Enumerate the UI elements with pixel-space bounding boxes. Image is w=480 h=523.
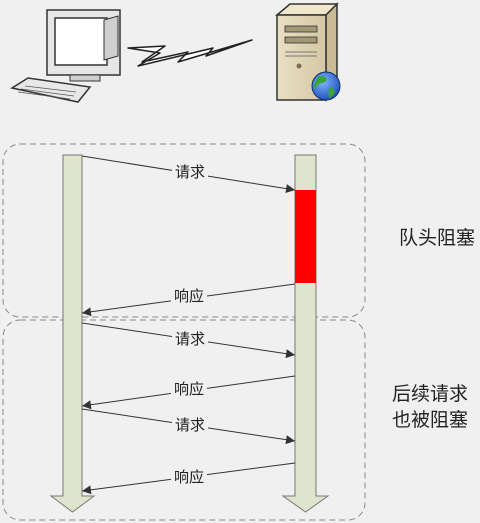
- svg-text:响应: 响应: [174, 380, 204, 398]
- svg-text:响应: 响应: [174, 287, 204, 305]
- server-globe-icon: [274, 2, 341, 102]
- svg-text:请求: 请求: [175, 330, 205, 348]
- subsequent-blocked-label: 后续请求 也被阻塞: [392, 381, 468, 433]
- request-label-2: 请求: [172, 329, 208, 349]
- subsequent-line-1: 后续请求: [392, 383, 469, 405]
- client-computer-icon: [10, 9, 121, 103]
- head-of-line-blocking-text: 队头阻塞: [399, 227, 476, 249]
- svg-text:请求: 请求: [175, 163, 205, 181]
- request-label-3: 请求: [172, 415, 208, 435]
- response-label-2: 响应: [171, 379, 207, 399]
- subsequent-blocked-group: [2, 319, 366, 521]
- svg-text:请求: 请求: [175, 416, 205, 434]
- svg-text:响应: 响应: [174, 468, 204, 486]
- client-lifeline: [49, 154, 96, 513]
- lightning-link-icon: [127, 39, 253, 67]
- blocked-processing-bar: [295, 190, 316, 283]
- response-label-3: 响应: [171, 467, 207, 487]
- head-of-line-blocking-label: 队头阻塞: [399, 225, 475, 251]
- response-label-1: 响应: [171, 286, 207, 306]
- subsequent-line-2: 也被阻塞: [392, 409, 469, 431]
- hol-blocking-group: [2, 143, 366, 318]
- request-label-1: 请求: [172, 162, 208, 182]
